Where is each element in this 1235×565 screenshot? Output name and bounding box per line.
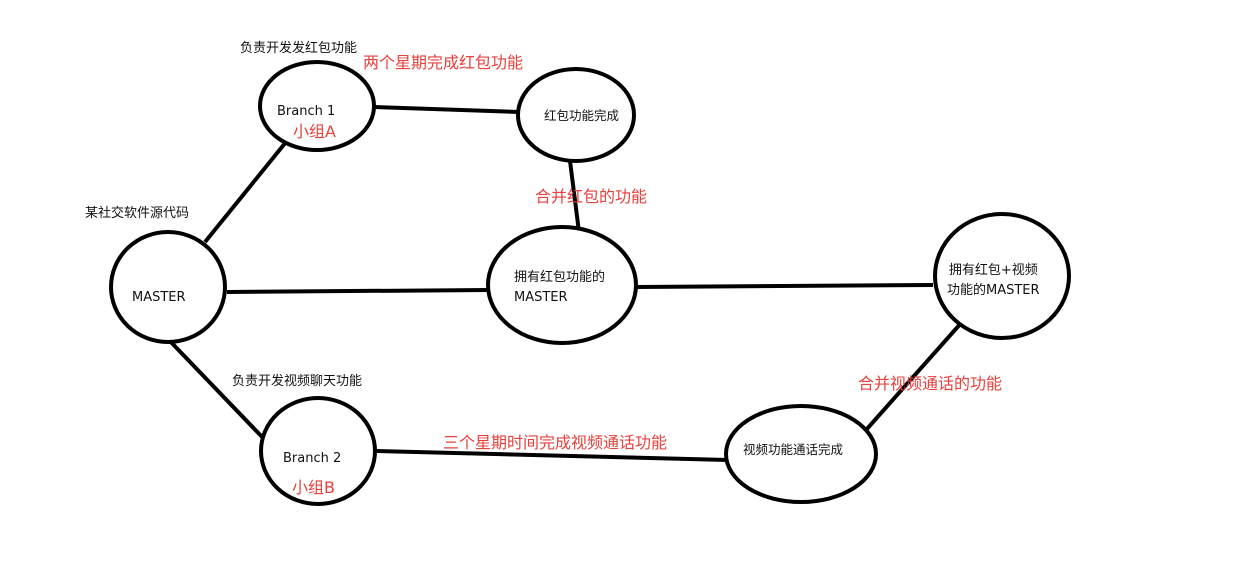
label-branch1-task: 负责开发发红包功能 [240,41,358,56]
edge-branch1-to-hongbao-done [373,105,520,114]
node-branch1-label: Branch 1 [277,104,336,119]
edge-branch2-to-video-done [375,449,729,462]
edge-master-to-master-hongbao [226,288,489,294]
label-two-weeks: 两个星期完成红包功能 [363,53,524,72]
edge-hongbao-done-to-master-hongbao [568,160,581,233]
node-master-hongbao-label: 拥有红包功能的 MASTER [514,268,605,308]
node-video-done [724,404,878,504]
label-merge-hongbao: 合并红包的功能 [535,187,648,206]
node-branch1 [258,60,376,152]
label-merge-video: 合并视频通话的功能 [858,374,1003,393]
node-hongbao-done-label: 红包功能完成 [544,108,620,123]
edge-master-hongbao-to-master-full [635,283,934,289]
node-master-label: MASTER [132,290,186,305]
node-branch2 [259,396,377,506]
label-group-a: 小组A [293,122,336,141]
label-source-code: 某社交软件源代码 [85,206,190,221]
node-master [109,230,227,344]
edge-master-to-branch1 [203,140,288,244]
edge-video-done-to-master-full [864,320,964,432]
node-master-hongbao [486,225,638,345]
node-master-hongbao-line1: 拥有红包功能的 [514,270,606,285]
label-three-weeks: 三个星期时间完成视频通话功能 [443,433,668,452]
node-master-full-line2: 功能的MASTER [947,283,1040,299]
node-branch2-label: Branch 2 [283,451,342,466]
node-master-full [933,212,1071,340]
node-master-full-label: 拥有红包+视频 功能的MASTER [947,261,1040,301]
node-master-full-line1: 拥有红包+视频 [948,263,1038,278]
node-hongbao-done [516,67,636,163]
edge-master-to-branch2 [165,336,268,443]
label-group-b: 小组B [292,478,335,497]
node-master-hongbao-line2: MASTER [514,290,568,306]
node-video-done-label: 视频功能通话完成 [743,442,844,457]
label-branch2-task: 负责开发视频聊天功能 [232,374,363,389]
